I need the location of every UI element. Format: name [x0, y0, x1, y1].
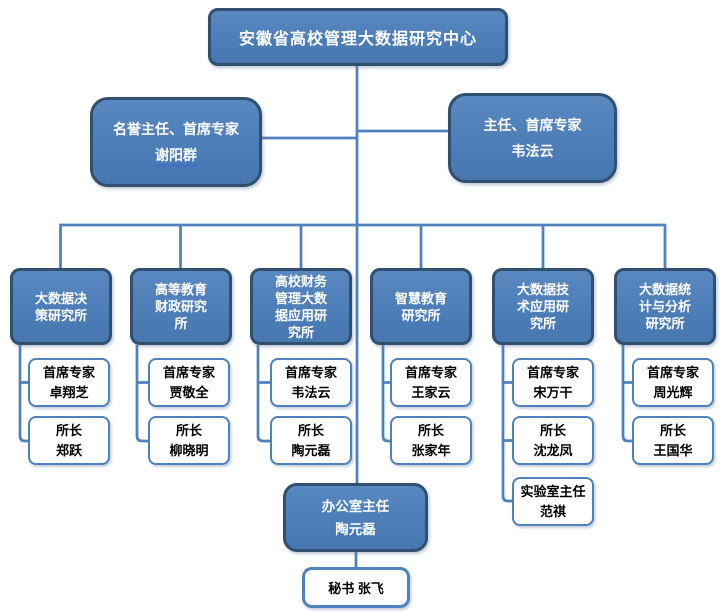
member-name: 周光辉: [653, 384, 693, 400]
honorary-director-name: 谢阳群: [155, 147, 197, 163]
member-role: 所长: [55, 422, 82, 438]
bracket-connector: [256, 345, 270, 443]
member-role: 首席专家: [42, 364, 95, 380]
director-role: 主任、首席专家: [483, 117, 582, 133]
bracket-connector: [135, 345, 148, 443]
member-box: 所长 王国华: [632, 416, 714, 465]
member-box: 首席专家 周光辉: [632, 358, 714, 407]
member-box: 实验室主任 范祺: [512, 477, 594, 526]
honorary-director-node: 名誉主任、首席专家 谢阳群: [90, 97, 262, 187]
member-name: 柳晓明: [169, 442, 209, 458]
member-role: 首席专家: [526, 364, 579, 380]
dept-node-smart-education: 智慧教育研究所: [370, 268, 472, 345]
dept-title: 高校财务管理大数据应用研究所: [274, 273, 327, 340]
member-name: 郑跃: [55, 442, 82, 458]
director-name: 韦法云: [511, 143, 554, 159]
secretary-node: 秘书 张飞: [302, 567, 410, 608]
dept-title: 大数据统计与分析研究所: [638, 282, 691, 331]
member-box: 首席专家 贾敬全: [148, 358, 230, 407]
member-name: 贾敬全: [169, 384, 209, 400]
member-role: 所长: [539, 422, 566, 438]
honorary-director-role: 名誉主任、首席专家: [113, 121, 239, 137]
rail-connector: [59, 223, 667, 268]
member-box: 首席专家 卓翔芝: [28, 358, 110, 407]
member-role: 首席专家: [404, 364, 457, 380]
member-box: 所长 沈龙凤: [512, 416, 594, 465]
bracket-connector: [621, 345, 632, 443]
dept-title: 高等教育财政研究所: [154, 282, 207, 331]
member-box: 首席专家 宋万干: [512, 358, 594, 407]
member-role: 首席专家: [162, 364, 215, 380]
org-root-title: 安徽省高校管理大数据研究中心: [238, 31, 477, 48]
member-name: 范祺: [539, 503, 566, 519]
secretary-label: 秘书 张飞: [328, 581, 384, 596]
member-name: 王家云: [411, 384, 451, 400]
dept-title: 大数据决策研究所: [34, 290, 87, 323]
dept-node-higher-edu-finance: 高等教育财政研究所: [130, 268, 232, 345]
director-node: 主任、首席专家 韦法云: [448, 93, 617, 183]
office-director-role: 办公室主任: [321, 498, 390, 514]
dept-node-big-data-decision: 大数据决策研究所: [10, 268, 112, 345]
member-name: 陶元磊: [291, 442, 331, 458]
bracket-connector: [18, 345, 28, 443]
dept-node-bigdata-statistics: 大数据统计与分析研究所: [614, 268, 716, 345]
member-role: 所长: [659, 422, 686, 438]
member-box: 首席专家 王家云: [390, 358, 472, 407]
bracket-connector: [501, 345, 512, 503]
member-box: 所长 柳晓明: [148, 416, 230, 465]
member-name: 宋万干: [533, 384, 573, 400]
bracket-connector: [381, 345, 390, 443]
dept-title: 智慧教育研究所: [394, 290, 447, 323]
member-role: 所长: [297, 422, 324, 438]
member-name: 卓翔芝: [49, 384, 89, 400]
org-root-node: 安徽省高校管理大数据研究中心: [208, 8, 508, 66]
member-role: 实验室主任: [520, 483, 586, 499]
member-box: 首席专家 韦法云: [270, 358, 352, 407]
office-director-node: 办公室主任 陶元磊: [283, 483, 428, 552]
member-name: 沈龙凤: [533, 442, 573, 458]
member-name: 韦法云: [291, 384, 331, 400]
member-role: 首席专家: [284, 364, 337, 380]
member-name: 王国华: [653, 442, 693, 458]
office-director-name: 陶元磊: [335, 521, 376, 537]
member-role: 首席专家: [646, 364, 699, 380]
member-role: 所长: [417, 422, 444, 438]
member-role: 所长: [175, 422, 202, 438]
dept-node-bigdata-technology: 大数据技术应用研究所: [492, 268, 594, 345]
member-box: 所长 陶元磊: [270, 416, 352, 465]
member-box: 所长 郑跃: [28, 416, 110, 465]
dept-title: 大数据技术应用研究所: [516, 282, 569, 331]
member-box: 所长 张家年: [390, 416, 472, 465]
dept-node-univ-finance-bigdata: 高校财务管理大数据应用研究所: [250, 268, 352, 345]
member-name: 张家年: [411, 442, 451, 458]
